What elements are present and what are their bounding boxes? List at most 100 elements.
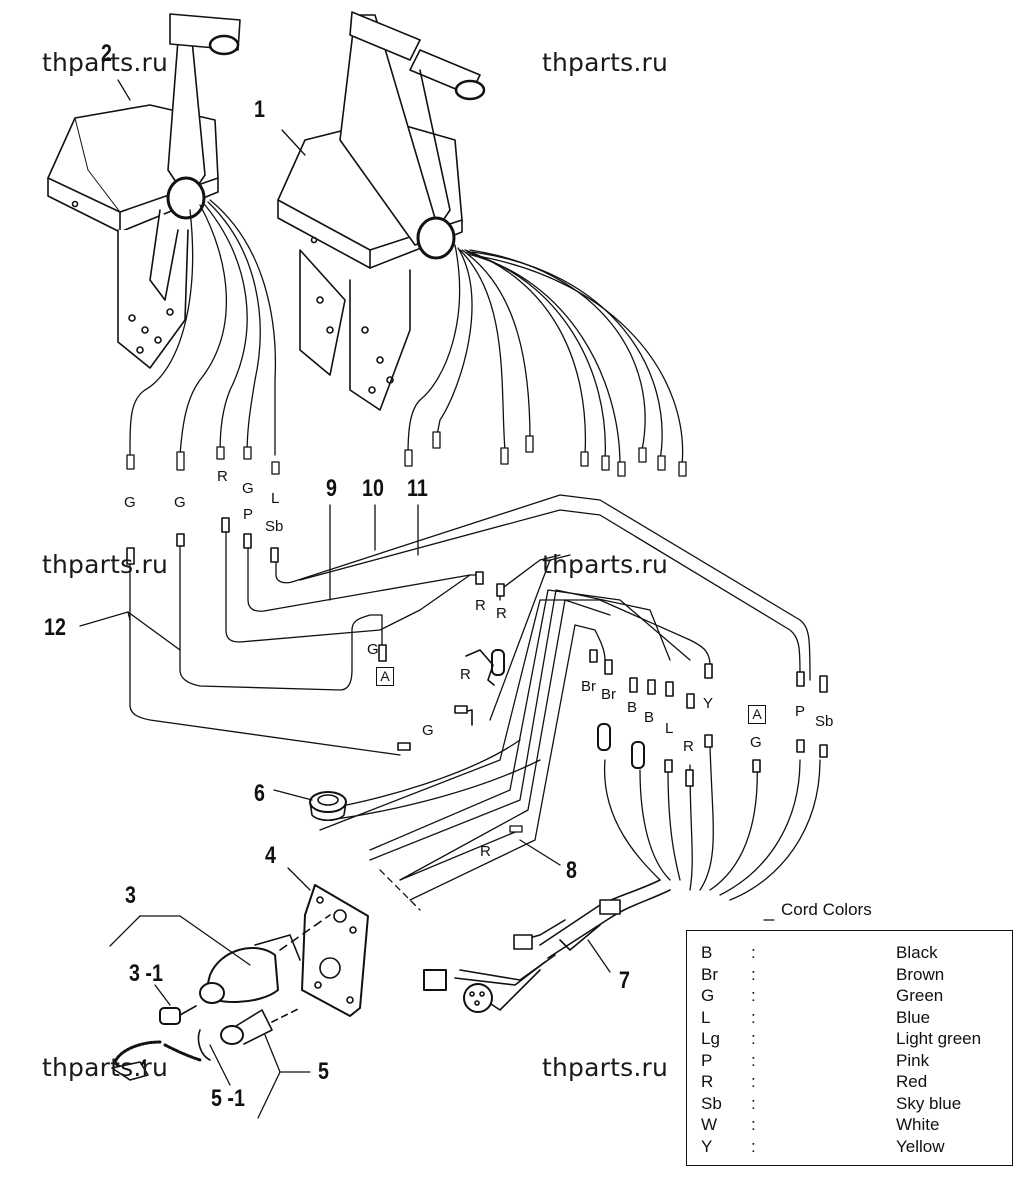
- legend-name: Sky blue: [896, 1093, 962, 1113]
- watermark-text: thparts.ru: [42, 1053, 169, 1082]
- legend-separator: :: [751, 986, 756, 1005]
- legend-code: P: [701, 1050, 713, 1070]
- ignition-key: [159, 1005, 197, 1025]
- legend-row: Br : Brown: [687, 965, 1012, 987]
- extension-connectors: [126, 517, 828, 787]
- fuse-holders: [461, 649, 645, 769]
- legend-separator: :: [751, 1115, 756, 1134]
- legend-name: Red: [896, 1072, 928, 1091]
- callout-9: 9: [326, 475, 337, 502]
- wire-label: L: [665, 720, 674, 737]
- callout-5-1: 5 -1: [211, 1085, 245, 1112]
- legend-code: Y: [701, 1136, 713, 1156]
- callout-3-1: 3 -1: [129, 960, 163, 987]
- cord-color-legend: B : Black Br : Brown G : Green L : Blue …: [686, 930, 1013, 1166]
- watermark-text: thparts.ru: [542, 1053, 669, 1082]
- legend-code: W: [701, 1115, 718, 1134]
- callout-10: 10: [362, 475, 384, 502]
- legend-row: B : Black: [687, 943, 1012, 965]
- callout-3: 3: [125, 882, 136, 909]
- legend-separator: :: [751, 1029, 756, 1048]
- wire-label: R: [496, 605, 507, 622]
- buzzer: [309, 791, 347, 822]
- legend-code: Lg: [701, 1029, 720, 1048]
- legend-title: Cord Colors: [781, 900, 872, 919]
- callout-2: 2: [101, 40, 112, 67]
- legend-code: R: [701, 1072, 714, 1091]
- wire-label: B: [627, 699, 638, 716]
- wire-label: G: [242, 480, 254, 497]
- connector-ref-box: A: [376, 667, 394, 686]
- wire-label: R: [460, 666, 471, 683]
- connector-ref-box: A: [748, 705, 766, 724]
- legend-name: Yellow: [896, 1136, 945, 1156]
- watermark-text: thparts.ru: [42, 48, 169, 77]
- callout-4: 4: [265, 842, 276, 869]
- legend-name: Light green: [896, 1029, 982, 1048]
- wire-label: G: [174, 494, 186, 511]
- leader-lines: [79, 79, 775, 1119]
- wire-label: Sb: [815, 713, 834, 730]
- legend-code: G: [701, 986, 715, 1005]
- stop-switch: [111, 1007, 301, 1081]
- legend-name: Blue: [896, 1007, 931, 1027]
- harness-box2: [126, 199, 280, 475]
- legend-separator: :: [751, 1136, 756, 1156]
- remote-control-box-single: [47, 13, 241, 369]
- callout-1: 1: [254, 96, 265, 123]
- wire-label: G: [124, 494, 136, 511]
- callout-8: 8: [566, 857, 577, 884]
- wire-label: G: [367, 641, 379, 658]
- legend-row: P : Pink: [687, 1051, 1012, 1073]
- wire-label: R: [480, 843, 491, 860]
- legend-separator: :: [751, 1007, 756, 1027]
- legend-code: L: [701, 1007, 711, 1027]
- wire-label: B: [644, 709, 655, 726]
- callout-6: 6: [254, 780, 265, 807]
- legend-code: Sb: [701, 1093, 722, 1113]
- wire-label: Y: [703, 695, 714, 712]
- wire-label: R: [475, 597, 486, 614]
- legend-row: Lg : Light green: [687, 1029, 1012, 1051]
- harness-box1: [404, 244, 687, 477]
- wire-label: R: [683, 738, 694, 755]
- legend-separator: :: [751, 1072, 756, 1091]
- wire-label: G: [422, 722, 434, 739]
- legend-name: Green: [896, 986, 944, 1005]
- extension-harnesses: [129, 494, 821, 911]
- callout-12: 12: [44, 614, 66, 641]
- legend-row: G : Green: [687, 986, 1012, 1008]
- main-switch: [199, 914, 331, 1004]
- callout-5: 5: [318, 1058, 329, 1085]
- wire-label: P: [795, 703, 806, 720]
- callout-7: 7: [619, 967, 630, 994]
- legend-row: L : Blue: [687, 1008, 1012, 1030]
- wire-label: P: [243, 506, 254, 523]
- watermark-text: thparts.ru: [542, 48, 669, 77]
- wire-label: G: [750, 734, 762, 751]
- wire-label: Br: [601, 686, 616, 703]
- wire-label: R: [217, 468, 228, 485]
- legend-separator: :: [751, 1050, 756, 1070]
- legend-separator: :: [751, 943, 756, 962]
- wire-label: L: [271, 490, 280, 507]
- mounting-plate: [301, 884, 369, 1017]
- legend-row: Y : Yellow: [687, 1137, 1012, 1159]
- remote-control-box-dual: [277, 11, 486, 411]
- watermark-text: thparts.ru: [542, 550, 669, 579]
- legend-name: White: [896, 1115, 940, 1134]
- legend-separator: :: [751, 1093, 756, 1113]
- watermark-text: thparts.ru: [42, 550, 169, 579]
- legend-name: Pink: [896, 1050, 930, 1070]
- legend-code: B: [701, 943, 713, 962]
- wire-label: Br: [581, 678, 596, 695]
- legend-name: Brown: [896, 964, 945, 984]
- legend-row: W : White: [687, 1115, 1012, 1137]
- legend-name: Black: [896, 943, 938, 962]
- wire-label: Sb: [265, 518, 284, 535]
- legend-separator: :: [751, 964, 756, 984]
- legend-row: Sb : Sky blue: [687, 1094, 1012, 1116]
- main-harness: [423, 879, 671, 1013]
